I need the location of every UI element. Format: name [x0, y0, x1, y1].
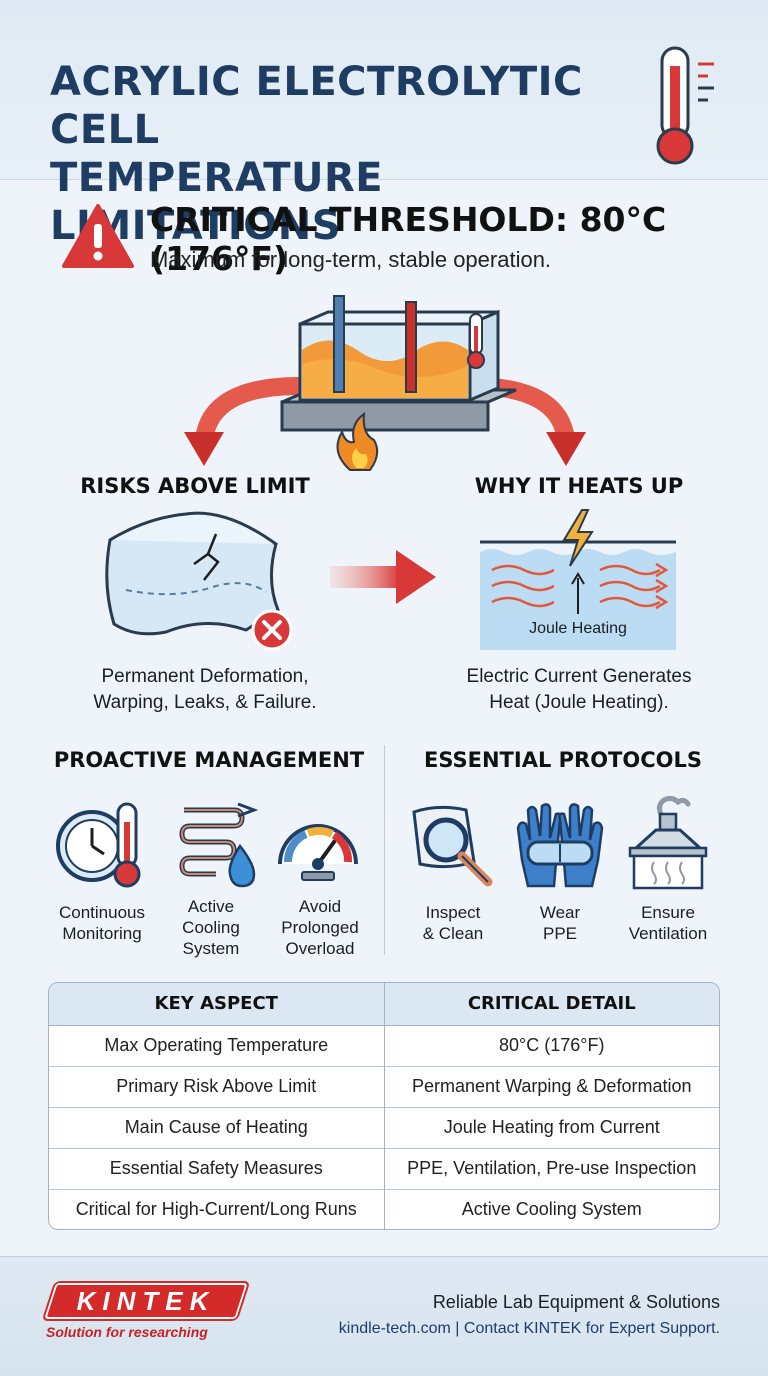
protocol-item-label: PPE [542, 924, 578, 943]
deformed-acrylic-block-icon [105, 511, 293, 651]
clock-thermometer-icon [56, 802, 141, 888]
management-item-label: Prolonged [281, 918, 359, 937]
summary-table: KEY ASPECT CRITICAL DETAIL Max Operating… [48, 982, 720, 1230]
table-header-cell: CRITICAL DETAIL [384, 983, 719, 1026]
protocol-item-label: & Clean [422, 924, 484, 943]
brand-name[interactable]: KINTEK [76, 1286, 216, 1316]
table-row: Main Cause of Heating Joule Heating from… [49, 1106, 719, 1148]
transition-arrow-icon [330, 550, 436, 604]
gloves-goggles-icon [516, 803, 604, 888]
management-item-cooling: Active Cooling System [156, 896, 266, 959]
table-cell: PPE, Ventilation, Pre-use Inspection [384, 1147, 719, 1189]
risks-caption-line-2: Warping, Leaks, & Failure. [93, 692, 317, 713]
management-item-label: Active [187, 897, 235, 916]
protocol-item-label: Inspect [425, 903, 481, 922]
management-item-label: Monitoring [62, 924, 142, 943]
heating-caption: Electric Current Generates Heat (Joule H… [414, 664, 744, 716]
threshold-subtitle: Maximum for long-term, stable operation. [150, 247, 552, 272]
table-cell: Main Cause of Heating [49, 1106, 385, 1148]
table-row: Primary Risk Above Limit Permanent Warpi… [49, 1065, 719, 1107]
protocol-item-label: Ventilation [628, 924, 708, 943]
table-row: Essential Safety Measures PPE, Ventilati… [49, 1147, 719, 1189]
threshold-title: CRITICAL THRESHOLD: 80°C (176°F) [150, 200, 667, 278]
protocols-heading: ESSENTIAL PROTOCOLS [423, 748, 702, 772]
heating-heading: WHY IT HEATS UP [474, 474, 684, 498]
table-cell: Primary Risk Above Limit [49, 1065, 385, 1107]
protocol-item-inspect: Inspect & Clean [398, 902, 508, 944]
protocol-item-ppe: Wear PPE [506, 902, 614, 944]
management-item-label: Avoid [298, 897, 342, 916]
table-row: Critical for High-Current/Long Runs Acti… [49, 1188, 719, 1229]
title-line-1: ACRYLIC ELECTROLYTIC CELL [50, 59, 583, 153]
warning-icon [62, 204, 134, 268]
risks-heading: RISKS ABOVE LIMIT [80, 474, 310, 498]
table-cell: Critical for High-Current/Long Runs [49, 1188, 385, 1229]
table-cell: Max Operating Temperature [49, 1024, 385, 1066]
table-cell: Essential Safety Measures [49, 1147, 385, 1189]
header-banner [0, 0, 768, 180]
table-cell: Permanent Warping & Deformation [384, 1065, 719, 1107]
ventilation-hood-icon [628, 796, 708, 890]
gauge-icon [278, 824, 358, 881]
joule-heating-diagram [480, 509, 676, 650]
protocol-item-label: Ensure [641, 903, 695, 922]
joule-heating-label: Joule Heating [529, 620, 627, 637]
table-cell: 80°C (176°F) [384, 1024, 719, 1066]
management-item-label: Cooling [182, 918, 240, 937]
brand-tagline: Solution for researching [46, 1324, 208, 1340]
management-item-label: Continuous [58, 903, 145, 922]
footer-slogan: Reliable Lab Equipment & Solutions [432, 1292, 720, 1312]
management-item-label: System [182, 939, 240, 958]
cooling-coil-icon [179, 802, 259, 888]
table-header-cell: KEY ASPECT [49, 983, 385, 1026]
management-item-monitoring: Continuous Monitoring [40, 902, 164, 944]
table-row: Max Operating Temperature 80°C (176°F) [49, 1024, 719, 1066]
protocol-item-label: Wear [539, 903, 581, 922]
heating-caption-line-1: Electric Current Generates [466, 666, 692, 687]
electrolytic-cell-illustration [184, 295, 586, 471]
table-cell: Joule Heating from Current [384, 1106, 719, 1148]
management-item-label: Overload [285, 939, 355, 958]
management-item-overload: Avoid Prolonged Overload [262, 896, 378, 959]
risks-caption: Permanent Deformation, Warping, Leaks, &… [40, 664, 370, 716]
table-cell: Active Cooling System [384, 1188, 719, 1229]
section-divider [384, 745, 385, 955]
heating-caption-line-2: Heat (Joule Heating). [489, 692, 669, 713]
magnifier-cloth-icon [412, 805, 493, 887]
management-heading: PROACTIVE MANAGEMENT [53, 748, 365, 772]
thermometer-icon [656, 46, 714, 165]
risks-caption-line-1: Permanent Deformation, [101, 666, 309, 687]
protocol-item-ventilation: Ensure Ventilation [610, 902, 726, 944]
footer-contact-link[interactable]: kindle-tech.com | Contact KINTEK for Exp… [338, 1320, 720, 1337]
table-header-row: KEY ASPECT CRITICAL DETAIL [49, 983, 719, 1026]
